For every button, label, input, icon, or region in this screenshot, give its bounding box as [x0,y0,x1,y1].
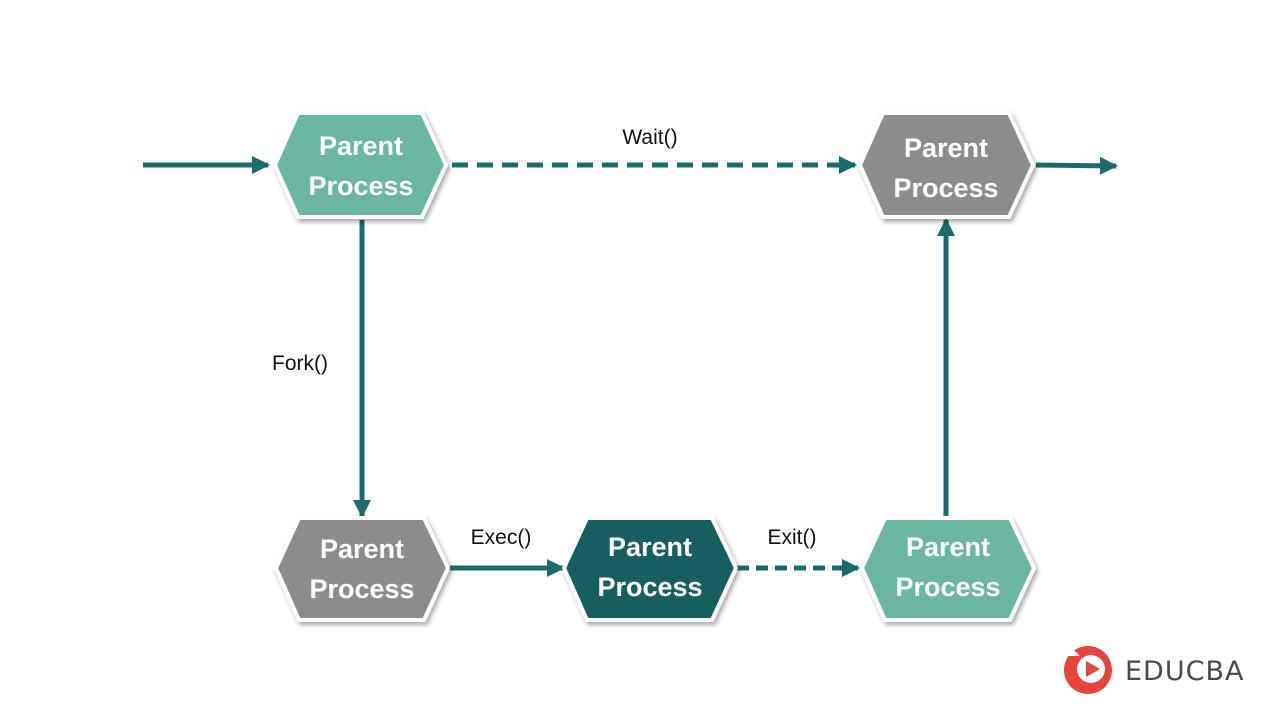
node-label-line2: Process [893,173,998,203]
node-parent-process-start [272,111,449,219]
node-label-line1: Parent [608,532,692,562]
hexagon-shape [857,111,1036,219]
hexagon-shape [273,516,451,622]
hexagon-shape [859,516,1037,622]
hexagon-shape [561,516,739,622]
node-label-line1: Parent [904,133,988,163]
edges [143,156,1118,577]
node-label-line2: Process [895,572,1000,602]
fork-label: Fork() [272,352,328,375]
outgoing-arrow [1035,156,1118,175]
wait-label: Wait() [622,126,677,149]
node-label-line2: Process [308,171,413,201]
node-parent-process-exec [561,516,739,622]
node-label-line2: Process [597,572,702,602]
brand-logo: EDUCBA [1064,646,1244,694]
exit-label: Exit() [768,526,817,549]
node-label-line2: Process [309,574,414,604]
node-parent-process-end [857,111,1036,219]
brand-name: EDUCBA [1125,656,1244,687]
node-label-line1: Parent [319,131,403,161]
educba-logo-icon [1064,646,1112,694]
node-parent-process-exit [859,516,1037,622]
exec-label: Exec() [471,526,532,549]
hexagon-shape [272,111,449,219]
node-parent-process-forked [273,516,451,622]
node-label-line1: Parent [320,534,404,564]
node-label-line1: Parent [906,532,990,562]
